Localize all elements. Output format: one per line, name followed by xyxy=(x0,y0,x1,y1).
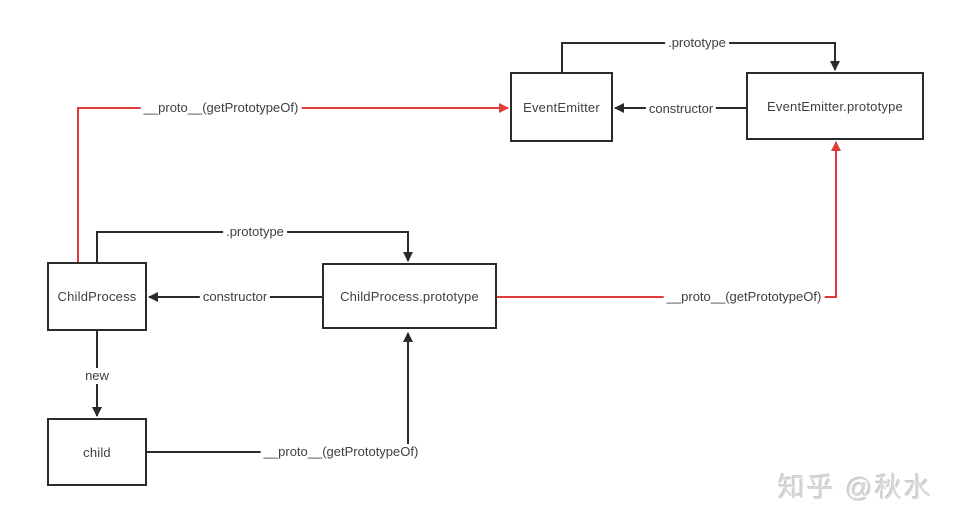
edge-label-ee-constructor: constructor xyxy=(645,101,717,117)
edge-cpp-to-eep-line xyxy=(497,141,841,298)
edge-label-cpp-to-eep-proto: __proto__(getPrototypeOf) xyxy=(663,289,825,305)
edge-child-proto-line xyxy=(147,332,413,453)
edge-label-cp-to-ee-proto: __proto__(getPrototypeOf) xyxy=(140,100,302,116)
edge-label-child-proto: __proto__(getPrototypeOf) xyxy=(260,444,422,460)
edge-label-cp-constructor: constructor xyxy=(199,289,271,305)
edge-cp-to-ee-line xyxy=(77,103,509,262)
edge-label-new: new xyxy=(82,368,112,384)
edge-label-ee-prototype: .prototype xyxy=(665,35,729,51)
node-event-emitter: EventEmitter xyxy=(510,72,613,142)
edge-label-cp-prototype: .prototype xyxy=(223,224,287,240)
node-event-emitter-prototype: EventEmitter.prototype xyxy=(746,72,924,140)
node-child: child xyxy=(47,418,147,486)
node-child-process: ChildProcess xyxy=(47,262,147,331)
zhihu-watermark: 知乎 @秋水 xyxy=(778,473,933,503)
node-child-process-prototype: ChildProcess.prototype xyxy=(322,263,497,329)
